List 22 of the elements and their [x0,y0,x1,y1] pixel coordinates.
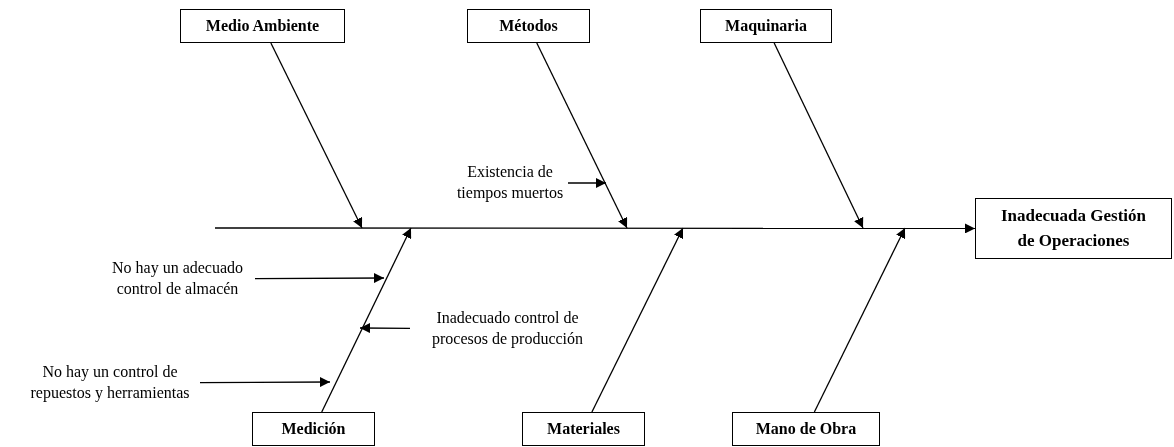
cause-text: No hay un adecuado control de almacén [100,256,255,302]
category-box: Maquinaria [700,9,832,43]
arrow [773,42,864,229]
arrow [270,42,363,229]
category-box: Materiales [522,412,645,446]
arrow [813,227,906,413]
arrow [214,223,976,234]
arrow [254,273,385,284]
cause-text: Existencia de tiempos muertos [452,162,568,204]
category-box: Medio Ambiente [180,9,345,43]
arrow [536,42,628,229]
category-box: Medición [252,412,375,446]
arrow [359,323,411,334]
arrow [567,178,607,188]
cause-text: No hay un control de repuestos y herramientas [20,360,200,406]
effect-box: Inadecuada Gestión de Operaciones [975,198,1172,259]
cause-text: Inadecuado control de procesos de producción [410,306,605,352]
category-box: Mano de Obra [732,412,880,446]
arrow [321,227,412,413]
arrow [199,377,331,388]
arrow [591,227,684,413]
category-box: Métodos [467,9,590,43]
